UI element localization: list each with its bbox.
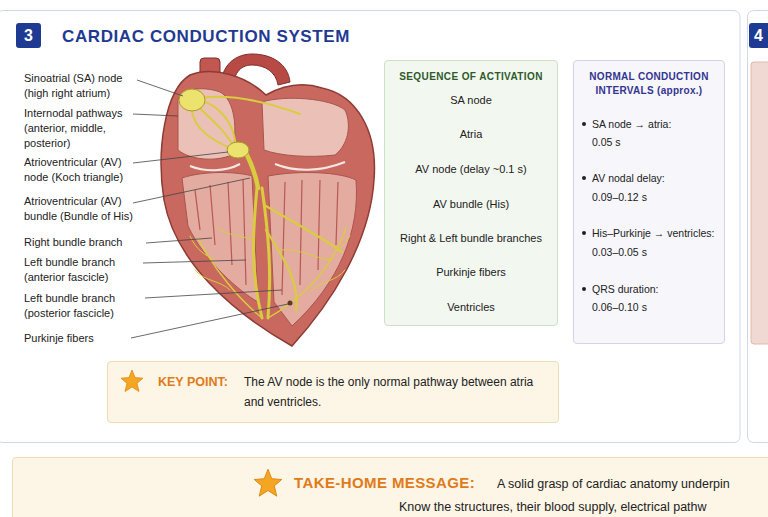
callout-label: Right bundle branch — [24, 235, 154, 250]
section-number: 3 — [16, 23, 41, 48]
node-text: TAKE-HOME MESSAGE: — [294, 474, 475, 492]
flow-step: AV node (delay ~0.1 s) — [392, 161, 550, 177]
node-text: 4 — [749, 26, 768, 45]
flow-step: Purkinje fibers — [392, 264, 550, 280]
star-icon — [253, 468, 283, 498]
node-text: 0.06–0.10 s — [592, 300, 647, 314]
callout-label: Atrioventricular (AV) node (Koch triangl… — [24, 155, 142, 185]
callout-label: Left bundle branch (posterior fascicle) — [24, 291, 142, 321]
key-point-box: KEY POINT: The AV node is the only normal… — [107, 361, 559, 423]
bullet-dot — [582, 287, 586, 291]
flow-step: AV bundle (His) — [392, 196, 550, 212]
node-text: 3 — [16, 26, 41, 45]
star-icon — [120, 369, 144, 393]
node-text: Right & Left bundle branches — [392, 231, 550, 245]
node-text: Know the structures, their blood supply,… — [399, 499, 707, 515]
heart-illustration — [161, 54, 374, 346]
panel-frame — [748, 11, 768, 443]
node-text: AV node (delay ~0.1 s) — [392, 162, 550, 176]
panel-frame — [0, 11, 740, 443]
section-number: 4 — [749, 23, 768, 48]
bullet-dot — [582, 176, 586, 180]
callout-label: Left bundle branch (anterior fascicle) — [24, 255, 142, 285]
node-text: KEY POINT: — [158, 374, 228, 390]
callout-label: Sinoatrial (SA) node (high right atrium) — [24, 71, 142, 101]
callout-label: Purkinje fibers — [24, 331, 142, 346]
leader-lines — [131, 80, 288, 338]
bullet-dot — [582, 122, 586, 126]
node-text: SA node → atria: — [592, 117, 671, 131]
node-text: The AV node is the only normal pathway b… — [244, 372, 534, 412]
callout-label: Internodal pathways (anterior, middle, p… — [24, 106, 142, 151]
node-text: 0.03–0.05 s — [592, 245, 647, 259]
node-text: Ventricles — [392, 300, 550, 314]
take-home-band: TAKE-HOME MESSAGE: A solid grasp of cardi… — [12, 457, 768, 517]
node-text: AV nodal delay: — [592, 171, 665, 185]
intervals-box: NORMAL CONDUCTION INTERVALS (approx.) SA … — [573, 60, 725, 344]
node-text: QRS duration: — [592, 282, 659, 296]
node-text: SEQUENCE OF ACTIVATION — [385, 70, 557, 83]
next-panel-image — [751, 62, 768, 344]
node-text: AV bundle (His) — [392, 197, 550, 211]
section-title: CARDIAC CONDUCTION SYSTEM — [62, 27, 350, 47]
node-text: SA node — [392, 93, 550, 107]
flow-step: Atria — [392, 126, 550, 142]
node-text: His–Purkinje → ventricles: — [592, 226, 715, 240]
flow-step: Right & Left bundle branches — [392, 230, 550, 246]
node-text: A solid grasp of cardiac anatomy underpi… — [497, 476, 730, 492]
bullet-dot — [582, 231, 586, 235]
flow-step: SA node — [392, 92, 550, 108]
flow-step: Ventricles — [392, 299, 550, 315]
node-text: Atria — [392, 127, 550, 141]
node-text: 0.09–0.12 s — [592, 190, 647, 204]
node-text: 0.05 s — [592, 135, 621, 149]
node-text: Purkinje fibers — [392, 265, 550, 279]
sequence-box: SEQUENCE OF ACTIVATION SA nodeAtria AV nod… — [384, 60, 558, 326]
node-text: NORMAL CONDUCTION INTERVALS (approx.) — [580, 70, 718, 98]
callout-label: Atrioventricular (AV) bundle (Bundle of … — [24, 194, 142, 224]
